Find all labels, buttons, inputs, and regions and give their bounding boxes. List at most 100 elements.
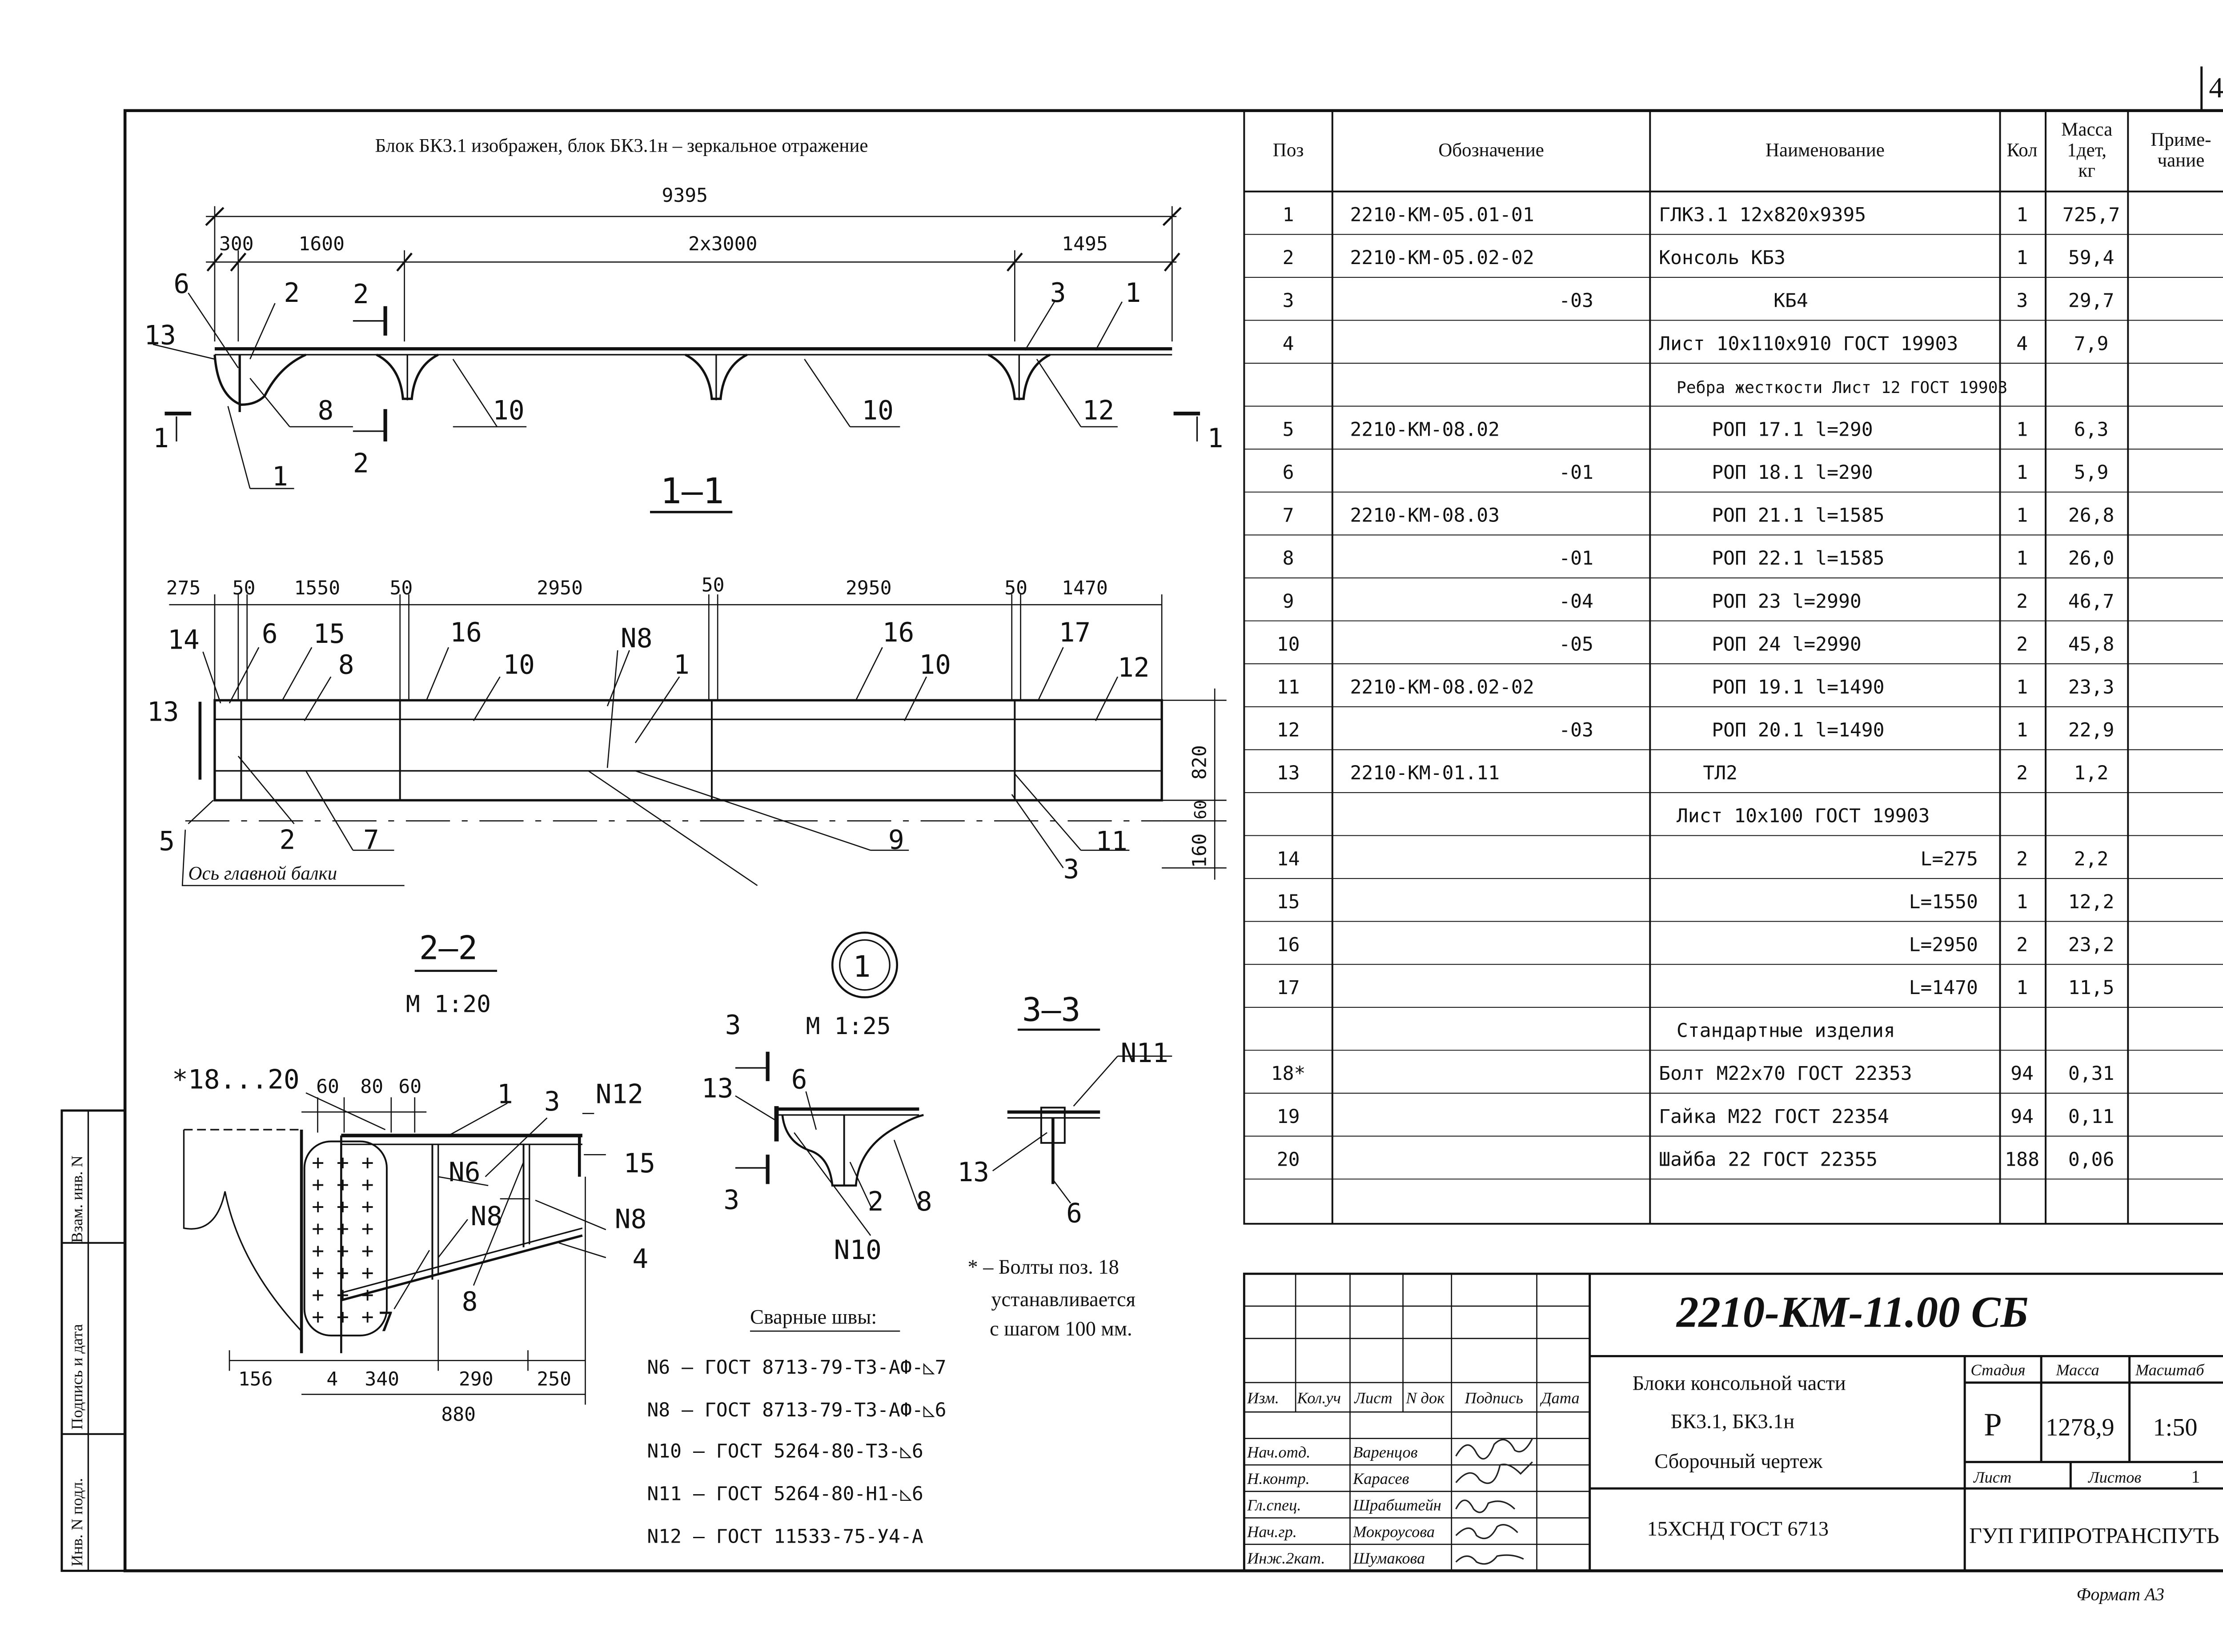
spec-pos: 11	[1277, 676, 1300, 698]
side-label-inventory: Инв. N подл.	[68, 1478, 86, 1567]
section-3-3	[992, 1028, 1172, 1204]
spec-pos: 10	[1277, 633, 1300, 655]
spec-qty: 2	[2016, 633, 2028, 655]
weld-n10: N10 – ГОСТ 5264-80-Т3-◺6	[647, 1440, 923, 1463]
svg-text:12: 12	[1082, 395, 1114, 426]
role-2: Н.контр.	[1247, 1470, 1310, 1488]
spec-qty: 1	[2016, 461, 2028, 484]
spec-name: Стандартные изделия	[1677, 1020, 1895, 1042]
svg-text:+ + +: + + +	[312, 1172, 373, 1196]
node-1-scale: М 1:25	[806, 1013, 891, 1040]
spec-designation: -05	[1559, 633, 1593, 655]
section-2-2-scale: М 1:20	[406, 990, 491, 1018]
spec-designation: 2210-КМ-05.02-02	[1350, 247, 1534, 269]
plan-dim-2950a: 2950	[537, 577, 583, 599]
spec-table	[1243, 109, 2223, 1225]
weld-n12: N12 – ГОСТ 11533-75-У4-А	[647, 1526, 923, 1548]
svg-text:+ + +: + + +	[312, 1216, 373, 1240]
svg-text:2: 2	[284, 278, 300, 309]
bolt-grid: + + + + + + + + + + + + + + + + + + + + …	[312, 1150, 373, 1328]
svg-text:12: 12	[1118, 653, 1150, 683]
svg-text:1: 1	[497, 1079, 513, 1110]
svg-text:8: 8	[338, 650, 354, 681]
title-line-3: Сборочный чертеж	[1654, 1450, 1823, 1473]
spec-qty: 1	[2016, 204, 2028, 226]
elevation-callouts: 6 2 2 13 3 1 8 10 10 12 1 2 1 1	[144, 269, 1223, 492]
spec-qty: 2	[2016, 762, 2028, 784]
dim-300: 300	[219, 233, 254, 255]
spec-pos: 12	[1277, 719, 1300, 742]
svg-text:6: 6	[1066, 1198, 1082, 1229]
spec-qty: 3	[2016, 290, 2028, 312]
plan-dim-160: 160	[1188, 834, 1211, 868]
section-2-2-callouts: 1 3 N12 15 N6 N8 N8 4 7 8	[378, 1079, 655, 1338]
spec-name: Гайка М22 ГОСТ 22354	[1659, 1106, 1889, 1128]
spec-name: РОП 17.1 l=290	[1712, 418, 1873, 441]
svg-text:13: 13	[702, 1073, 734, 1104]
weld-n6: N6 – ГОСТ 8713-79-Т3-АФ-◺7	[647, 1356, 946, 1379]
svg-text:3: 3	[544, 1087, 560, 1117]
det-dim-156: 156	[238, 1368, 273, 1391]
det-dim-60a: 60	[316, 1075, 339, 1098]
rev-header-date: Дата	[1540, 1389, 1580, 1407]
spec-name: Болт М22х70 ГОСТ 22353	[1659, 1063, 1912, 1085]
svg-text:7: 7	[363, 825, 379, 855]
spec-pos: 14	[1277, 848, 1300, 870]
spec-qty: 4	[2016, 333, 2028, 355]
spec-name: РОП 21.1 l=1585	[1712, 505, 1884, 527]
svg-text:9: 9	[888, 825, 904, 855]
det-dim-60b: 60	[398, 1075, 421, 1098]
welds-list: N6 – ГОСТ 8713-79-Т3-АФ-◺7 N8 – ГОСТ 871…	[647, 1356, 946, 1548]
name-4: Мокроусова	[1352, 1523, 1435, 1540]
spec-name: РОП 20.1 l=1490	[1712, 719, 1884, 742]
plan-dim-820: 820	[1188, 745, 1211, 780]
scale-label: Масштаб	[2135, 1361, 2205, 1379]
spec-qty: 2	[2016, 590, 2028, 613]
svg-text:2: 2	[353, 279, 369, 310]
role-1: Нач.отд.	[1247, 1443, 1310, 1461]
plan-dim-1470: 1470	[1062, 577, 1108, 599]
scale-value: 1:50	[2153, 1414, 2198, 1441]
spec-mass: 0,11	[2068, 1106, 2115, 1128]
spec-pos: 6	[1283, 461, 1294, 484]
spec-name: Ребра жесткости Лист 12 ГОСТ 19903	[1677, 378, 2008, 397]
rev-header-kol: Кол.уч	[1296, 1389, 1341, 1407]
spec-qty: 1	[2016, 719, 2028, 742]
svg-text:6: 6	[173, 269, 189, 300]
svg-text:15: 15	[623, 1148, 655, 1179]
svg-text:8: 8	[916, 1187, 932, 1217]
spec-mass: 0,06	[2068, 1148, 2115, 1171]
spec-name: Лист 10х100 ГОСТ 19903	[1677, 805, 1930, 827]
spec-mass: 46,7	[2068, 590, 2115, 613]
spec-header-mass: Масса	[2061, 119, 2112, 140]
svg-text:16: 16	[883, 617, 915, 648]
svg-text:16: 16	[450, 617, 482, 648]
spec-name: РОП 23 l=2990	[1712, 590, 1862, 613]
spec-header-name: Наименование	[1766, 140, 1885, 160]
svg-text:3: 3	[1063, 854, 1079, 885]
name-5: Шумакова	[1352, 1549, 1425, 1567]
svg-text:+ + +: + + +	[312, 1260, 373, 1284]
spec-designation: -01	[1559, 461, 1593, 484]
spec-mass: 2,2	[2074, 848, 2109, 870]
spec-qty: 188	[2005, 1148, 2039, 1171]
svg-text:2: 2	[279, 825, 295, 855]
rev-header-izm: Изм.	[1247, 1389, 1279, 1407]
det-dim-250: 250	[537, 1368, 571, 1391]
spec-pos: 3	[1283, 290, 1294, 312]
name-3: Шрабштейн	[1352, 1496, 1441, 1514]
spec-name: L=2950	[1909, 934, 1978, 956]
plan-dim-50c: 50	[702, 574, 725, 596]
svg-text:13: 13	[957, 1157, 989, 1188]
plan-dim-50b: 50	[390, 577, 413, 599]
overall-length: 9395	[662, 184, 708, 207]
spec-qty: 1	[2016, 247, 2028, 269]
svg-text:6: 6	[791, 1064, 807, 1095]
spec-row: Ребра жесткости Лист 12 ГОСТ 19903	[1677, 378, 2008, 397]
